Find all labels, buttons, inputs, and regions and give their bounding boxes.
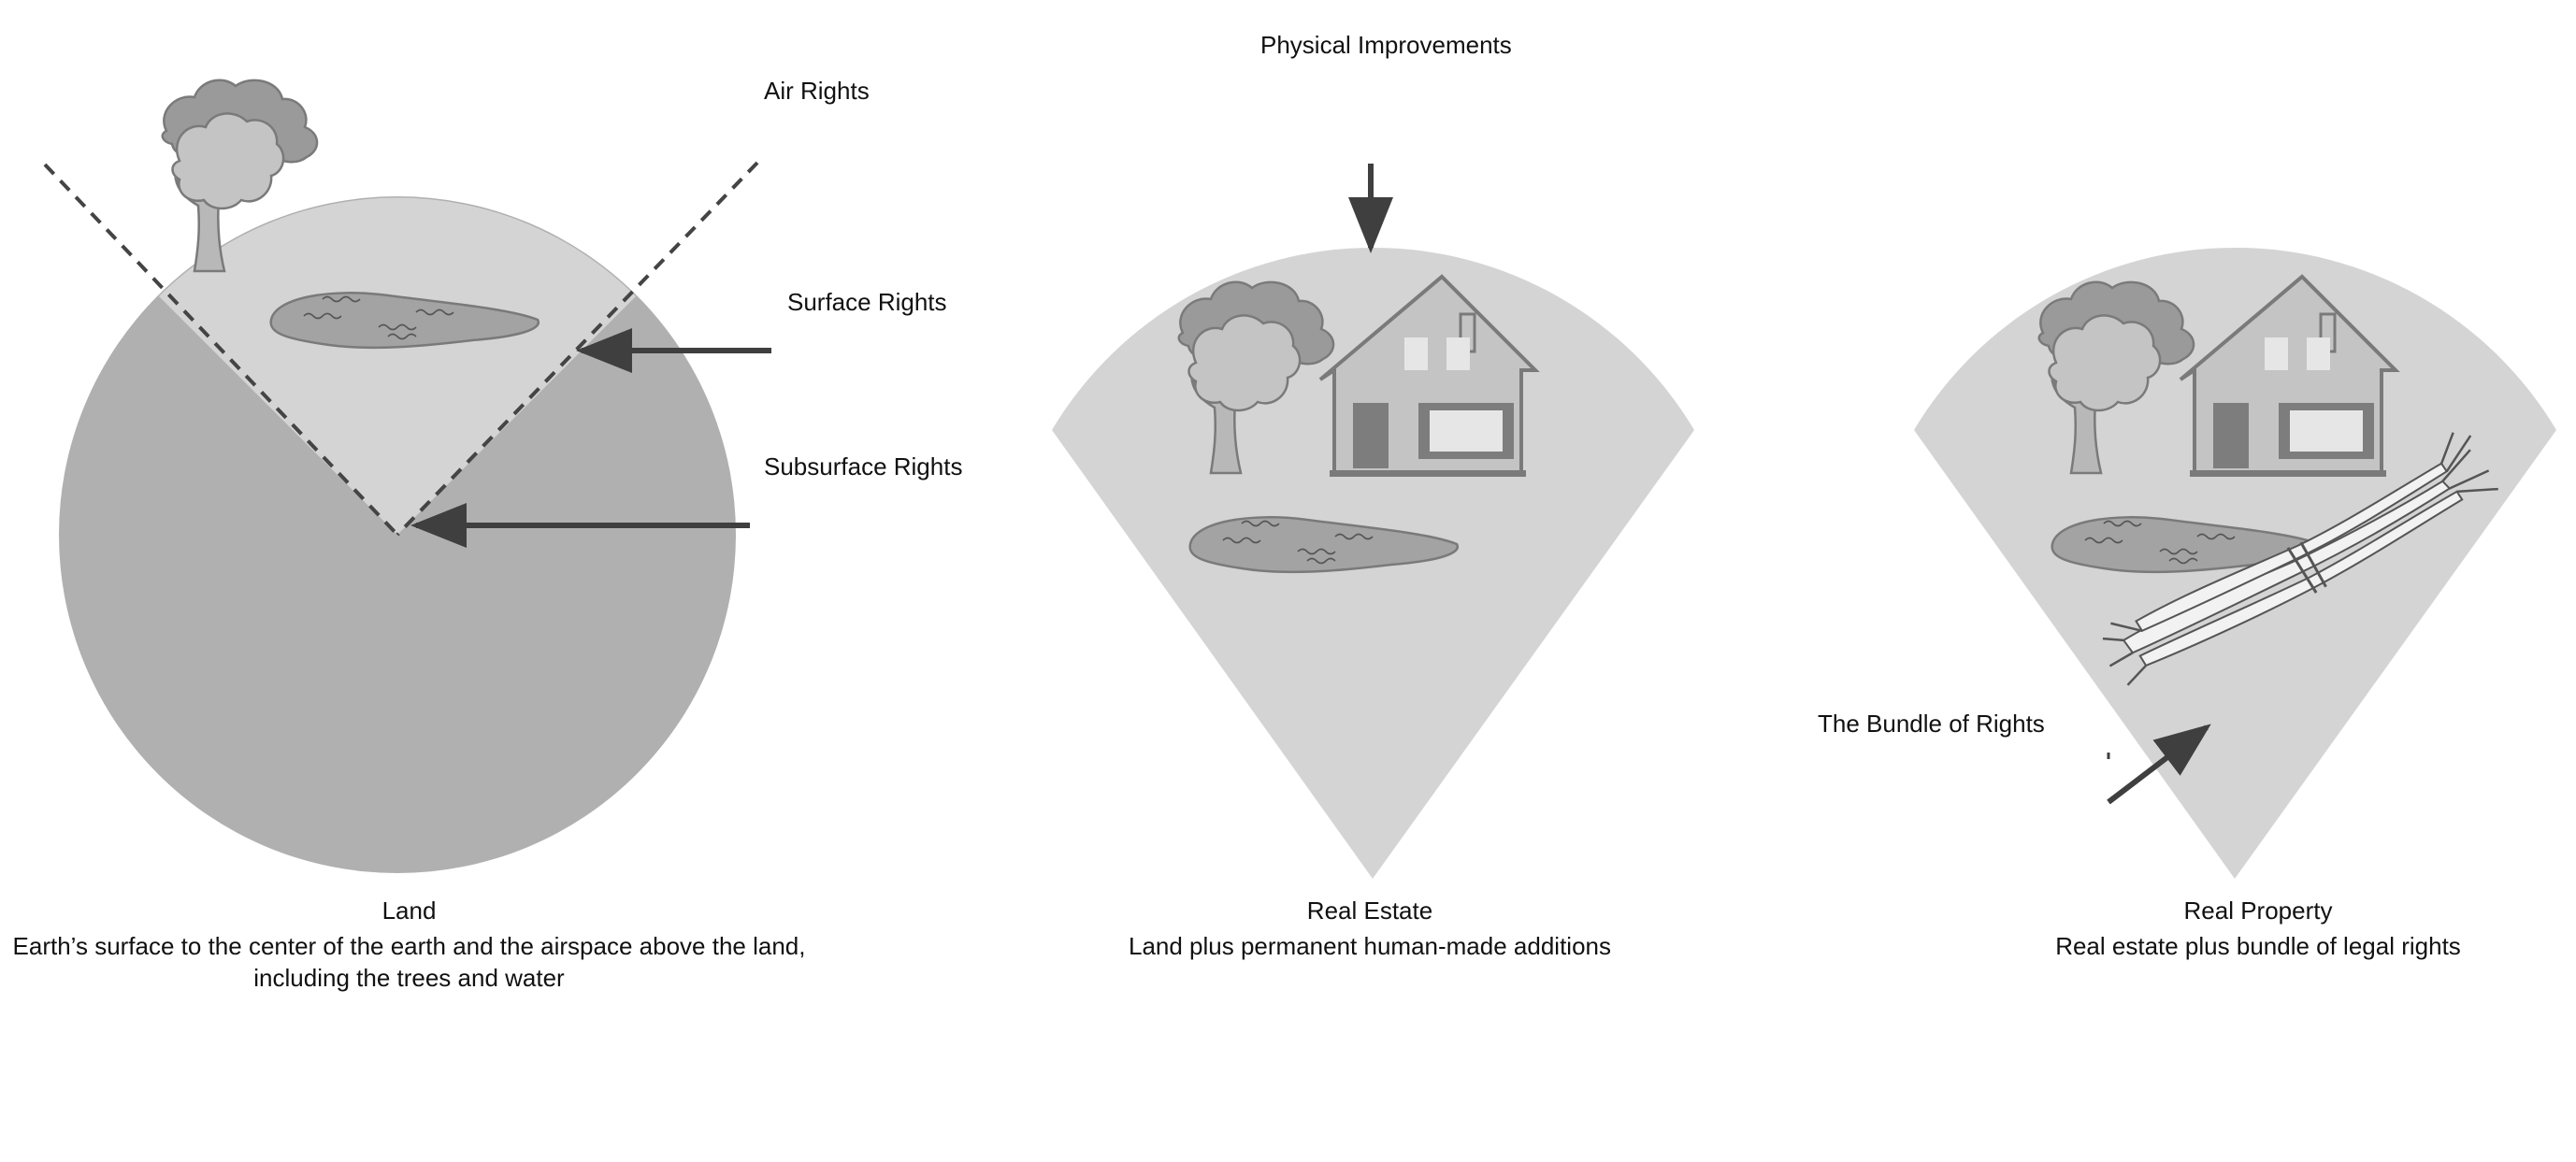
real-property-description: Real estate plus bundle of legal rights: [2055, 931, 2461, 960]
physical-improvements-label: Physical Improvements: [1260, 31, 1512, 59]
real-property-panel: [1914, 247, 2556, 879]
land-wedge: [159, 197, 636, 536]
land-panel: [43, 79, 771, 873]
subsurface-rights-label: Subsurface Rights: [764, 452, 963, 481]
land-description-line1: Earth’s surface to the center of the ear…: [12, 931, 806, 960]
real-estate-description: Land plus permanent human-made additions: [1128, 931, 1611, 960]
real-property-caption: Real Property Real estate plus bundle of…: [1931, 897, 2576, 961]
surface-rights-label: Surface Rights: [787, 288, 947, 316]
air-rights-boundary-left: [43, 163, 399, 537]
bundle-of-rights-label: The Bundle of Rights: [1818, 710, 2045, 738]
real-estate-caption: Real Estate Land plus permanent human-ma…: [1043, 897, 1697, 961]
real-property-title: Real Property: [2183, 897, 2333, 925]
land-description-line2: including the trees and water: [253, 963, 565, 992]
land-caption: Land Earth’s surface to the center of th…: [0, 897, 818, 993]
air-rights-label: Air Rights: [764, 77, 870, 105]
real-estate-panel: [1052, 164, 1694, 879]
real-estate-title: Real Estate: [1306, 897, 1433, 925]
land-title: Land: [381, 897, 437, 925]
bundle-of-sticks-icon: [2102, 432, 2498, 686]
bundle-of-rights-arrow: [2107, 724, 2211, 805]
